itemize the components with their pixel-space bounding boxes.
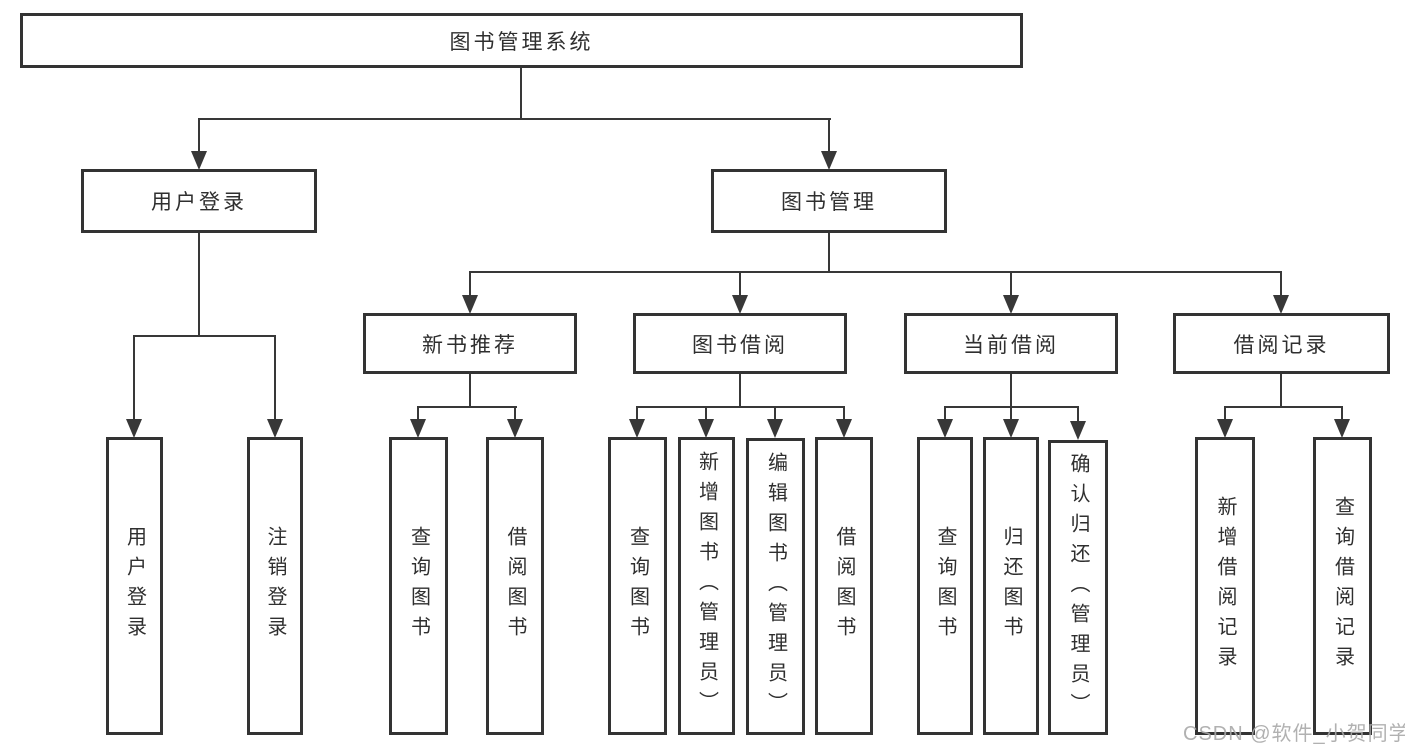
connector-segment — [514, 407, 516, 420]
leaf-label: 查询借阅记录 — [1331, 496, 1354, 676]
connector-segment — [133, 335, 276, 337]
connector-arrowhead — [767, 419, 783, 438]
leaf-return-book: 归还图书 — [983, 437, 1039, 735]
connector-segment — [843, 407, 845, 420]
node-book-management: 图书管理 — [711, 169, 947, 233]
leaf-label: 用户登录 — [123, 526, 146, 646]
leaf-edit-book-admin: 编辑图书（管理员） — [746, 438, 805, 735]
connector-segment — [1224, 406, 1343, 408]
leaf-label: 查询图书 — [626, 526, 649, 646]
connector-segment — [828, 233, 830, 272]
connector-arrowhead — [267, 419, 283, 438]
connector-arrowhead — [1217, 419, 1233, 438]
leaf-user-login: 用户登录 — [106, 437, 163, 735]
connector-segment — [774, 407, 776, 420]
connector-arrowhead — [836, 419, 852, 438]
connector-segment — [1280, 374, 1282, 407]
connector-arrowhead — [1273, 295, 1289, 314]
node-label: 用户登录 — [151, 191, 247, 214]
leaf-label: 新增图书（管理员） — [695, 451, 718, 721]
node-label: 图书借阅 — [692, 333, 788, 357]
connector-arrowhead — [732, 295, 748, 314]
node-user-login: 用户登录 — [81, 169, 317, 233]
node-borrow-records: 借阅记录 — [1173, 313, 1390, 374]
connector-segment — [636, 406, 845, 408]
leaf-query-book-1: 查询图书 — [389, 437, 448, 735]
connector-segment — [705, 407, 707, 420]
node-label: 新书推荐 — [422, 333, 518, 357]
connector-arrowhead — [126, 419, 142, 438]
node-label: 借阅记录 — [1233, 333, 1330, 357]
node-label: 当前借阅 — [963, 333, 1059, 357]
connector-segment — [1010, 407, 1012, 420]
connector-arrowhead — [1003, 295, 1019, 314]
leaf-label: 新增借阅记录 — [1214, 496, 1236, 676]
leaf-label: 借阅图书 — [504, 526, 526, 646]
connector-segment — [417, 407, 419, 420]
connector-segment — [944, 407, 946, 420]
connector-arrowhead — [1334, 419, 1350, 438]
connector-segment — [198, 118, 831, 120]
node-book-borrow: 图书借阅 — [633, 313, 847, 374]
connector-segment — [198, 233, 200, 336]
connector-segment — [133, 336, 135, 420]
leaf-confirm-return-admin: 确认归还（管理员） — [1048, 440, 1108, 735]
connector-segment — [1224, 407, 1226, 420]
leaf-label: 查询图书 — [934, 526, 956, 646]
leaf-query-book-2: 查询图书 — [608, 437, 667, 735]
connector-arrowhead — [1003, 419, 1019, 438]
leaf-label: 归还图书 — [1000, 526, 1022, 646]
leaf-label: 注销登录 — [264, 526, 286, 646]
connector-segment — [739, 374, 741, 407]
connector-arrowhead — [937, 419, 953, 438]
connector-segment — [274, 336, 276, 420]
connector-segment — [417, 406, 517, 408]
leaf-label: 确认归还（管理员） — [1067, 452, 1089, 723]
leaf-label: 借阅图书 — [833, 526, 855, 646]
connector-segment — [1280, 272, 1282, 296]
leaf-logout: 注销登录 — [247, 437, 303, 735]
connector-arrowhead — [1070, 421, 1086, 440]
node-new-book-recommend: 新书推荐 — [363, 313, 577, 374]
connector-segment — [520, 66, 522, 119]
node-label: 图书管理 — [781, 191, 877, 214]
connector-segment — [1010, 272, 1012, 296]
leaf-borrow-book-2: 借阅图书 — [815, 437, 873, 735]
leaf-query-book-3: 查询图书 — [917, 437, 973, 735]
leaf-label: 查询图书 — [407, 526, 430, 646]
node-library-system: 图书管理系统 — [20, 13, 1023, 68]
connector-segment — [828, 119, 830, 152]
connector-segment — [739, 272, 741, 296]
connector-segment — [469, 271, 1282, 273]
node-current-borrow: 当前借阅 — [904, 313, 1118, 374]
connector-arrowhead — [629, 419, 645, 438]
watermark: CSDN @软件_小贺同学 — [1183, 723, 1405, 745]
connector-arrowhead — [462, 295, 478, 314]
connector-arrowhead — [410, 419, 426, 438]
leaf-query-borrow-record: 查询借阅记录 — [1313, 437, 1372, 735]
connector-segment — [1077, 407, 1079, 422]
node-label: 图书管理系统 — [449, 30, 594, 54]
connector-arrowhead — [191, 151, 207, 170]
leaf-add-borrow-record: 新增借阅记录 — [1195, 437, 1255, 735]
connector-segment — [469, 272, 471, 296]
connector-arrowhead — [507, 419, 523, 438]
connector-arrowhead — [698, 419, 714, 438]
connector-arrowhead — [821, 151, 837, 170]
connector-segment — [469, 374, 471, 407]
connector-segment — [198, 119, 200, 152]
connector-segment — [1010, 374, 1012, 407]
leaf-add-book-admin: 新增图书（管理员） — [678, 437, 735, 735]
connector-segment — [1341, 407, 1343, 420]
leaf-borrow-book-1: 借阅图书 — [486, 437, 544, 735]
leaf-label: 编辑图书（管理员） — [764, 451, 787, 722]
connector-segment — [636, 407, 638, 420]
